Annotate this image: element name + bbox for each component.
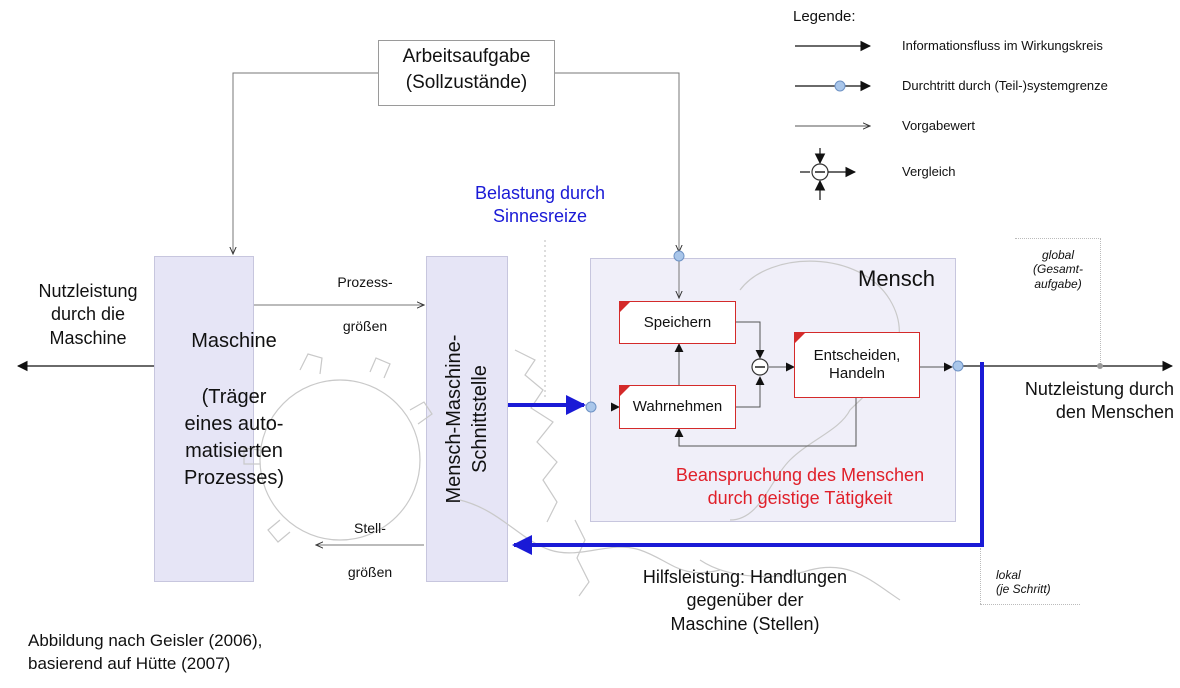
wahrnehmen-label: Wahrnehmen <box>632 398 723 415</box>
prozessgroessen-label-2: größen <box>342 318 388 334</box>
corner-marker <box>619 301 631 313</box>
lokal-bracket-bottom <box>980 604 1080 605</box>
source-line1: Abbildung nach Geisler (2006), <box>28 631 263 650</box>
entscheiden-label-line1: Entscheiden, <box>813 347 901 364</box>
speichern-block: Speichern <box>619 301 736 344</box>
nutzleistung-mensch-line1: Nutzleistung durch <box>1024 379 1174 399</box>
arbeitsaufgabe-line2: (Sollzustände) <box>405 71 528 93</box>
hilfsleistung-line3: Maschine (Stellen) <box>670 613 820 634</box>
mms-label: Mensch-Maschine- Schnittstelle <box>441 299 493 539</box>
beanspruchung-label: Beanspruchung des Menschen durch geistig… <box>620 464 980 511</box>
global-line3: aufgabe) <box>1034 276 1082 291</box>
legend-title: Legende: <box>793 8 856 25</box>
maschine-title: Maschine <box>191 330 277 352</box>
entscheiden-label-line2: Handeln <box>829 365 885 382</box>
global-bracket <box>1015 238 1101 364</box>
arbeitsaufgabe-label: Arbeitsaufgabe (Sollzustände) <box>378 44 555 95</box>
wahrnehmen-block: Wahrnehmen <box>619 385 736 429</box>
beanspruchung-line1: Beanspruchung des Menschen <box>675 465 925 485</box>
source-note: Abbildung nach Geisler (2006), basierend… <box>28 630 262 676</box>
maschine-desc-line4: Prozesses) <box>183 467 285 489</box>
lokal-line2: (je Schritt) <box>996 582 1051 597</box>
lokal-bracket <box>980 548 981 604</box>
corner-marker <box>619 385 631 397</box>
hilfsleistung-line2: gegenüber der <box>686 590 804 611</box>
arbeitsaufgabe-box <box>378 40 555 106</box>
nutzleistung-maschine-label: Nutzleistung durch die Maschine <box>18 280 158 350</box>
belastung-line1: Belastung durch <box>474 183 606 203</box>
legend-item-vorgabewert: Vorgabewert <box>902 118 975 133</box>
arbeitsaufgabe-line1: Arbeitsaufgabe <box>402 46 531 67</box>
source-line2: basierend auf Hütte (2007) <box>28 653 231 673</box>
maschine-desc-line1: (Träger <box>201 386 267 408</box>
nutzleistung-maschine-line1: Nutzleistung <box>38 281 138 301</box>
mms-label-line2: Schnittstelle <box>469 365 491 473</box>
maschine-box <box>154 256 254 582</box>
maschine-desc-line3: matisierten <box>185 440 283 462</box>
hilfsleistung-label: Hilfsleistung: Handlungen gegenüber der … <box>600 566 890 636</box>
nutzleistung-mensch-line2: den Menschen <box>1055 402 1174 423</box>
lokal-line1: lokal <box>996 568 1021 582</box>
hilfsleistung-line1: Hilfsleistung: Handlungen <box>642 567 848 587</box>
nutzleistung-maschine-line3: Maschine <box>49 327 127 348</box>
speichern-label: Speichern <box>643 313 712 331</box>
stellgroessen-label-1: Stell- <box>354 520 386 536</box>
corner-marker <box>794 332 806 344</box>
legend-item-info-flow: Informationsfluss im Wirkungskreis <box>902 38 1103 53</box>
mms-label-line1: Mensch-Maschine- <box>443 334 465 504</box>
legend-item-vergleich: Vergleich <box>902 164 956 179</box>
nutzleistung-maschine-line2: durch die <box>50 304 126 325</box>
belastung-line2: Sinnesreize <box>492 206 588 227</box>
prozessgroessen-label-1: Prozess- <box>337 274 393 290</box>
mms-box <box>426 256 508 582</box>
maschine-description: (Träger eines auto- matisierten Prozesse… <box>154 384 314 492</box>
global-label: global (Gesamt- aufgabe) <box>1018 248 1098 291</box>
maschine-desc-line2: eines auto- <box>184 413 284 435</box>
mensch-title: Mensch <box>858 266 936 291</box>
nutzleistung-mensch-label: Nutzleistung durch den Menschen <box>988 378 1174 425</box>
beanspruchung-line2: durch geistige Tätigkeit <box>707 488 893 509</box>
lokal-label: lokal (je Schritt) <box>996 568 1051 597</box>
legend-item-boundary: Durchtritt durch (Teil-)systemgrenze <box>902 78 1108 93</box>
entscheiden-block: Entscheiden, Handeln <box>794 332 920 398</box>
belastung-label: Belastung durch Sinnesreize <box>440 182 640 229</box>
global-line1: global <box>1041 248 1075 262</box>
legend-icons <box>795 40 872 200</box>
stellgroessen-label-2: größen <box>347 564 393 580</box>
background-sketch <box>243 260 901 601</box>
global-line2: (Gesamt- <box>1032 262 1083 277</box>
